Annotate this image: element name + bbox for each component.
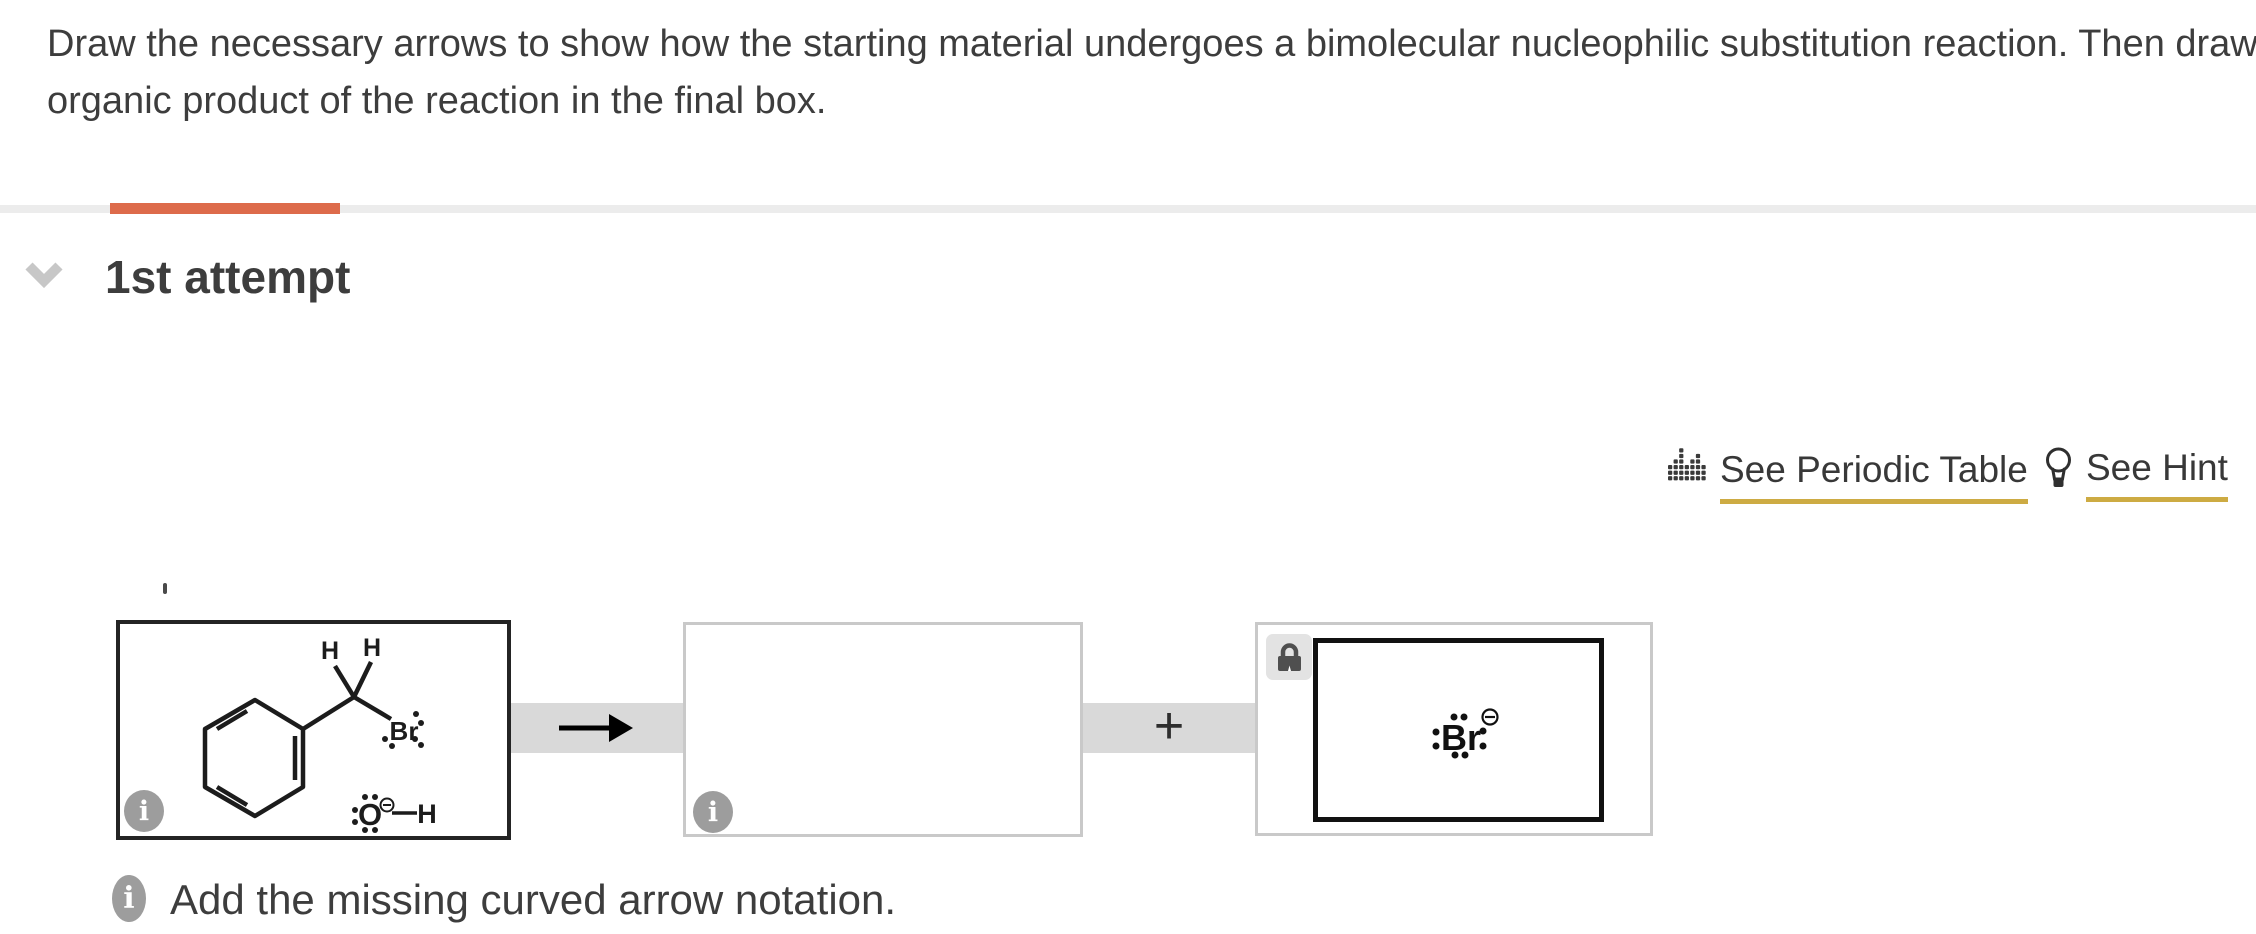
periodic-table-icon	[1668, 448, 1706, 481]
reaction-arrow-band	[511, 703, 683, 753]
hydroxide-lone-pair-dots	[352, 794, 378, 833]
bromide-ion-structure: Br	[1432, 708, 1499, 759]
lock-icon	[1277, 643, 1301, 671]
bromide-lone-pair-dots	[1432, 713, 1487, 759]
see-periodic-table-label[interactable]: See Periodic Table	[1720, 448, 2028, 504]
plus-sign: +	[1153, 697, 1185, 755]
negative-charge-icon	[379, 797, 395, 813]
lightbulb-icon	[2046, 447, 2071, 487]
reaction-arrow-icon	[559, 714, 633, 742]
info-icon[interactable]: i	[124, 790, 164, 832]
atom-label-h-right: H	[363, 634, 381, 662]
bromide-ion-box: Br	[1313, 638, 1604, 822]
lock-badge	[1266, 634, 1312, 680]
atom-label-oh-h: H	[417, 799, 437, 829]
see-periodic-table-link[interactable]: See Periodic Table	[1668, 448, 2028, 504]
atom-label-o: O	[358, 797, 382, 832]
text-cursor-mark	[163, 583, 167, 594]
product-box[interactable]: i	[683, 622, 1083, 837]
br-lone-pair-dots	[382, 711, 424, 749]
info-icon[interactable]: i	[693, 791, 733, 833]
question-line-1: Draw the necessary arrows to show how th…	[47, 23, 2256, 65]
question-text: Draw the necessary arrows to show how th…	[47, 16, 2256, 130]
progress-track	[0, 205, 2256, 213]
starting-material-box[interactable]: H H Br O H i	[116, 620, 511, 840]
reagent-box: Br	[1255, 622, 1653, 836]
question-line-2: organic product of the reaction in the f…	[47, 80, 827, 122]
atom-label-h-left: H	[321, 637, 339, 665]
see-hint-label[interactable]: See Hint	[2086, 446, 2228, 502]
ion-label-br: Br	[1441, 717, 1481, 758]
negative-charge-icon	[1481, 708, 1499, 726]
attempt-heading: 1st attempt	[105, 251, 351, 303]
info-icon[interactable]: i	[112, 875, 146, 922]
progress-fill	[110, 203, 340, 214]
starting-material-structure: H H Br O H	[202, 634, 437, 833]
feedback-note: Add the missing curved arrow notation.	[170, 876, 897, 923]
plus-band: +	[1083, 697, 1255, 755]
see-hint-link[interactable]: See Hint	[2045, 446, 2228, 502]
chevron-down-icon[interactable]	[24, 262, 64, 288]
